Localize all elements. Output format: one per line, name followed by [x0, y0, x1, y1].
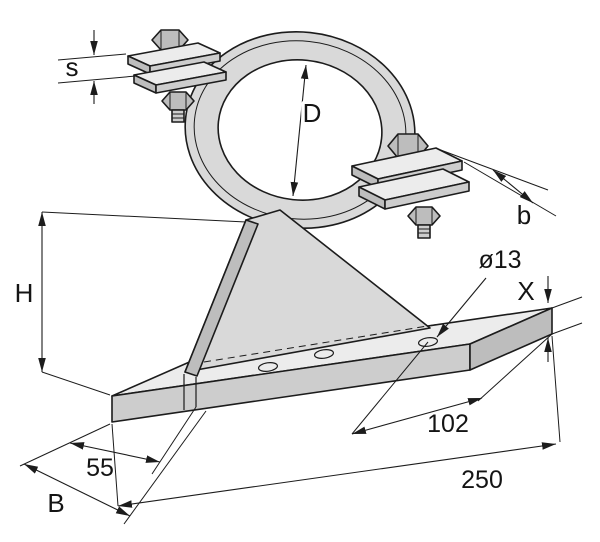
dimension-102: 102: [351, 333, 553, 438]
dimension-250: 250: [111, 335, 561, 508]
dim-hole-leader: [436, 277, 487, 338]
dim-b-line: [492, 169, 534, 204]
upper-stud-tip: [171, 109, 185, 123]
plate-hole-center: [313, 349, 335, 359]
upper-nut: [161, 91, 195, 111]
dim-55-ext-right: [151, 406, 197, 475]
upper-flange-assembly: [127, 29, 227, 123]
dimension-X: X: [514, 273, 583, 362]
label-D: D: [303, 98, 322, 128]
dimension-b: b: [437, 148, 557, 230]
dim-X-ext-bottom: [551, 322, 583, 335]
base-plate-holes: [257, 337, 439, 372]
label-102: 102: [427, 410, 469, 438]
dim-102-ext-right: [477, 333, 553, 402]
dim-55-ext-left: [19, 423, 111, 467]
dim-s-ext-top: [57, 53, 127, 61]
label-X: X: [517, 276, 534, 306]
label-B: B: [47, 488, 64, 518]
plate-hole-right: [417, 337, 439, 347]
dim-B-line: [23, 463, 131, 517]
dimension-B: B: [23, 410, 207, 525]
plate-hole-left: [257, 362, 279, 372]
gusset-hidden-edge: [203, 323, 441, 363]
label-250: 250: [461, 466, 503, 494]
dimension-D: D: [290, 64, 325, 197]
dimension-H: H: [15, 211, 247, 396]
support-gusset: [183, 209, 441, 410]
label-b: b: [517, 200, 531, 230]
upper-plate2-edge-front: [155, 71, 227, 94]
lower-stud-tip: [417, 224, 431, 239]
dimension-s: s: [57, 30, 137, 104]
dim-102-line: [351, 397, 483, 435]
label-s: s: [66, 52, 79, 82]
dim-b-ext-lower: [463, 161, 557, 217]
dim-B-ext-lower: [123, 410, 207, 525]
lower-flange-assembly: [351, 133, 470, 239]
lower-plate2-edge-front: [384, 181, 470, 210]
dimension-55: 55: [19, 406, 197, 482]
dim-250-ext-right: [551, 335, 561, 443]
lower-nut: [407, 206, 441, 226]
dim-H-ext-top: [41, 211, 247, 223]
label-H: H: [15, 278, 34, 308]
dim-X-ext-top: [551, 296, 583, 309]
dim-H-ext-bottom: [41, 371, 111, 396]
gusset-edge-strip: [184, 219, 259, 377]
dim-250-line: [117, 442, 557, 508]
label-55: 55: [86, 454, 114, 482]
label-hole-diameter: ø13: [478, 246, 521, 274]
dim-s-ext-bottom: [57, 75, 137, 84]
dimension-hole-diameter: ø13: [436, 246, 522, 338]
dim-D-line: [290, 64, 309, 197]
